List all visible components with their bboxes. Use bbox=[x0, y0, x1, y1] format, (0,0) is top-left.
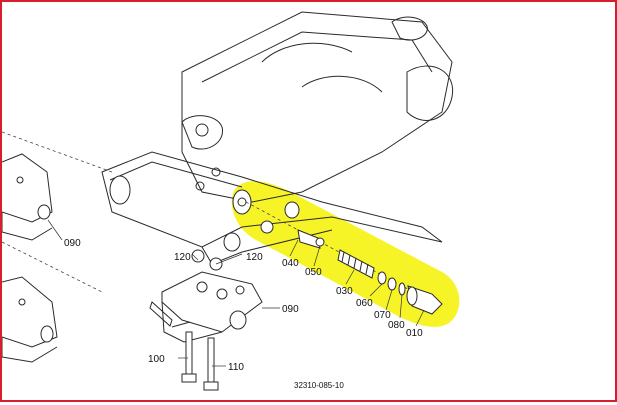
leader-lines bbox=[47, 219, 425, 367]
callout-090: 090 bbox=[282, 304, 299, 315]
callout-060: 060 bbox=[356, 298, 373, 309]
exploded-parts-diagram: 090 090 120 120 040 050 030 060 070 080 … bbox=[1, 11, 460, 391]
callout-120-right: 120 bbox=[246, 252, 263, 263]
part-030-spring bbox=[337, 249, 375, 279]
bolt-100 bbox=[185, 331, 193, 375]
bolt-110 bbox=[207, 337, 215, 383]
part-060 bbox=[377, 271, 387, 285]
main-housing bbox=[181, 11, 454, 203]
diagram-code: 32310-085-10 bbox=[294, 381, 344, 390]
valve-body bbox=[101, 151, 443, 265]
left-valve-sections bbox=[1, 131, 113, 363]
callout-010: 010 bbox=[406, 328, 423, 339]
part-050 bbox=[315, 237, 325, 247]
callout-120: 120 bbox=[174, 252, 191, 263]
callout-050: 050 bbox=[305, 267, 322, 278]
bottom-valve-section bbox=[149, 249, 263, 391]
callout-030: 030 bbox=[336, 286, 353, 297]
part-080 bbox=[398, 282, 406, 296]
callout-080: 080 bbox=[388, 320, 405, 331]
callout-100: 100 bbox=[148, 354, 165, 365]
callout-090-left: 090 bbox=[64, 238, 81, 249]
callout-110: 110 bbox=[228, 362, 244, 373]
part-070 bbox=[387, 277, 397, 291]
callout-040: 040 bbox=[282, 258, 299, 269]
part-040 bbox=[297, 229, 321, 249]
callout-070: 070 bbox=[374, 310, 391, 321]
